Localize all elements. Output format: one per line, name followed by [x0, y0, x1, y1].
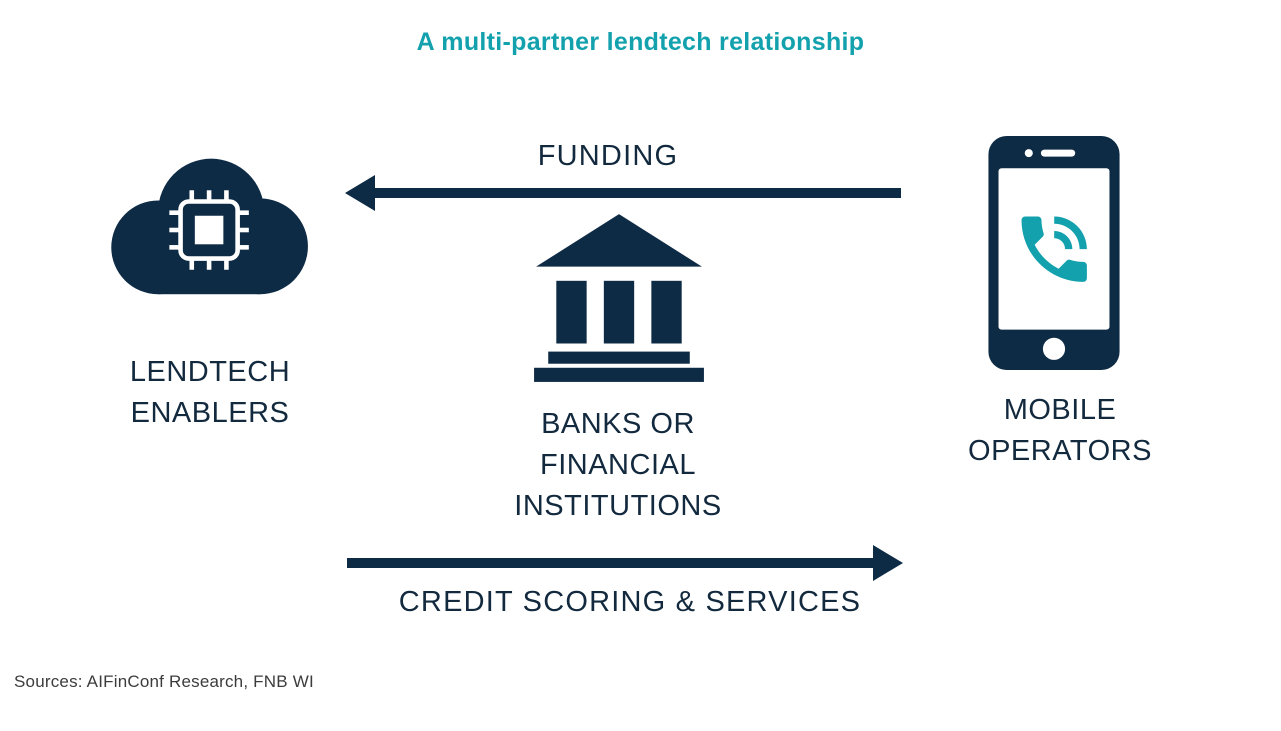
diagram-title: A multi-partner lendtech relationship: [416, 28, 865, 56]
lendtech-label-line: ENABLERS: [130, 397, 290, 429]
arrowhead-right-icon: [873, 545, 903, 581]
arrow-shaft: [347, 558, 875, 568]
mobile-label-line: OPERATORS: [968, 435, 1152, 467]
mobile-label-line: MOBILE: [1003, 394, 1117, 426]
lendtech-label-line: LENDTECH: [129, 356, 291, 388]
banks-label-line: FINANCIAL: [540, 449, 696, 481]
phone-handset-icon: [1021, 216, 1087, 282]
lendtech-enablers-label: LENDTECH ENABLERS: [87, 352, 333, 434]
credit-scoring-arrow: [347, 545, 903, 581]
smartphone-icon: [988, 136, 1120, 370]
mobile-operators-label: MOBILE OPERATORS: [930, 390, 1190, 472]
credit-scoring-arrow-label: CREDIT SCORING & SERVICES: [398, 586, 862, 618]
cloud-chip-icon: [111, 158, 308, 295]
source-note: Sources: AIFinConf Research, FNB WI: [14, 672, 314, 691]
banks-label-line: BANKS OR: [541, 408, 695, 440]
arrowhead-left-icon: [345, 175, 375, 211]
funding-arrow-label: FUNDING: [537, 140, 679, 172]
arrow-shaft: [373, 188, 901, 198]
banks-label-line: INSTITUTIONS: [514, 490, 722, 522]
funding-arrow: [345, 175, 901, 211]
banks-financial-institutions-label: BANKS OR FINANCIAL INSTITUTIONS: [468, 404, 768, 527]
bank-icon: [534, 214, 704, 382]
